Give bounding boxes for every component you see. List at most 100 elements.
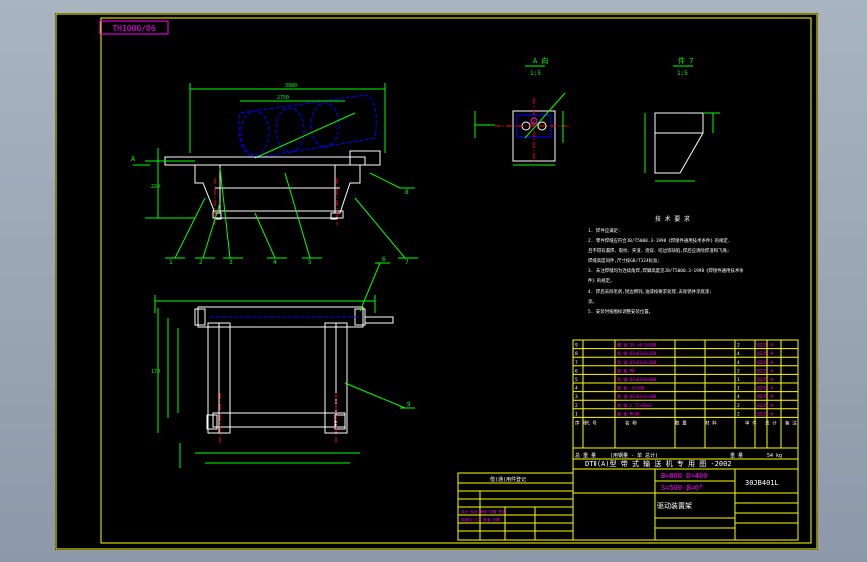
bom-cell: 2 bbox=[737, 411, 740, 417]
frame-end bbox=[194, 308, 206, 326]
bom-cell: 4 bbox=[737, 351, 740, 357]
inner-frame bbox=[100, 17, 812, 544]
callout-label: 2 bbox=[199, 259, 203, 266]
reg-row: 设计 校对 审核 日期 签名 bbox=[461, 509, 506, 514]
tb-series-title: DTⅡ(A)型 带 式 输 送 机 专 用 图 -2002 bbox=[585, 459, 732, 468]
title-block: 总 重 量 (用钢量 - 单 总计) 重 量 54 kg DTⅡ(A)型 带 式… bbox=[572, 447, 799, 541]
bom-cell: 1 bbox=[737, 386, 740, 392]
req-line: 件》的规定。 bbox=[588, 277, 614, 284]
reg-row: 标准化 工艺 批准 日期 bbox=[461, 517, 500, 522]
leader-8 bbox=[369, 172, 401, 189]
leader-1 bbox=[174, 197, 206, 259]
angle-leader bbox=[524, 92, 566, 139]
req-line: 3. 未注焊缝均为连续角焊,焊脚高度见JB/T5000.3-1998《焊接件通用… bbox=[588, 267, 744, 274]
req-line: 且不得有漏焊、裂纹、夹渣、烧穿、咬边等缺陷,焊后应清除焊渣和飞溅; bbox=[588, 247, 729, 254]
bom-header-cell: 序 号 bbox=[575, 419, 587, 426]
shaft-stub bbox=[364, 316, 394, 324]
req-line: 涂。 bbox=[588, 298, 597, 305]
bom-header-cell: 总 计 bbox=[765, 419, 777, 426]
view-7-title: 件 7 bbox=[678, 56, 693, 65]
callout-label: 1 bbox=[169, 259, 173, 266]
bom-cell: 角 钢 63×63×6×800 bbox=[617, 376, 657, 382]
bom-cell: Q235-A bbox=[757, 351, 774, 357]
bom-cell: 角 钢 63×63×6×360 bbox=[617, 359, 657, 365]
dim-top-text: 3980 bbox=[285, 83, 297, 89]
right-leg bbox=[334, 164, 361, 214]
bom-cell: 4 bbox=[737, 360, 740, 366]
dim-left-text: 220 bbox=[151, 184, 160, 190]
bom-cell: Q235-A bbox=[757, 343, 774, 349]
base-beam bbox=[212, 210, 344, 219]
callout-label: 9 bbox=[407, 401, 411, 408]
bom-cell: 2 bbox=[737, 368, 740, 374]
technical-requirements: 技 术 要 求 1. 焊件应满足: 2. 零件焊缝应符合JB/T5000.3-1… bbox=[588, 215, 744, 315]
bom-cell: 4 bbox=[737, 394, 740, 400]
bom-cell: 槽 钢 10 ×8.3×800 bbox=[617, 342, 657, 348]
bom-cell: Q235-A bbox=[757, 360, 774, 366]
leader-3 bbox=[219, 167, 231, 259]
reg-title: 借(通)用件登记 bbox=[490, 476, 526, 483]
bom-cell: 8 bbox=[575, 351, 578, 357]
leader-6 bbox=[359, 262, 381, 312]
tb-weight-value: 54 kg bbox=[767, 453, 782, 459]
leader-4 bbox=[254, 212, 276, 259]
callout-label: 5 bbox=[308, 259, 312, 266]
leader-5 bbox=[284, 172, 311, 259]
bom-header-cell: 名 称 bbox=[625, 419, 637, 426]
leader-2 bbox=[202, 202, 221, 259]
callout-label: 4 bbox=[273, 259, 277, 266]
bom-cell: 4 bbox=[575, 386, 578, 392]
tb-weight-note: (用钢量 - 单 总计) bbox=[610, 452, 658, 459]
view-label-a: A bbox=[131, 155, 136, 163]
leader-7 bbox=[354, 197, 406, 259]
left-leg bbox=[194, 164, 221, 214]
outer-frame bbox=[55, 13, 818, 550]
view-a: A 向 1:5 bbox=[474, 56, 570, 166]
top-frame bbox=[197, 306, 364, 328]
bom-cell: 2 bbox=[575, 403, 578, 409]
hidden-drum-ring bbox=[275, 107, 305, 153]
req-line: 焊缝高度同件,尺寸按GB/T324标准; bbox=[588, 257, 660, 264]
drawing-sheet[interactable]: TH1000/06 3980 2750 bbox=[55, 13, 818, 550]
gusset-outline bbox=[654, 112, 704, 174]
bom-cell: 9 bbox=[575, 343, 578, 349]
front-view: 3980 2750 bbox=[131, 83, 418, 266]
leader-9 bbox=[344, 382, 406, 409]
view-7-scale: 1:5 bbox=[677, 70, 688, 77]
bom-cell: 6 bbox=[575, 368, 578, 374]
req-line: 1. 焊件应满足: bbox=[588, 227, 621, 234]
bom-cell: 角 钢 63×63×6×388 bbox=[617, 393, 657, 399]
bom-cell: 2 bbox=[737, 403, 740, 409]
bom-cell: Q235-A bbox=[757, 377, 774, 383]
bom-cell: 角 钢 L 75×50×6 bbox=[617, 402, 652, 408]
bom-cell: 1 bbox=[575, 411, 578, 417]
tb-part-name: 驱动装置架 bbox=[657, 501, 692, 510]
bom-cell: Q235-A bbox=[757, 386, 774, 392]
bolt-hole bbox=[537, 121, 547, 131]
code-box bbox=[99, 20, 169, 35]
req-line: 5. 安装时按图样调整安装位置。 bbox=[588, 308, 653, 315]
bom-header-cell: 材 料 bbox=[705, 419, 717, 426]
bom-cell: Q235-A bbox=[757, 394, 774, 400]
bom-cell: Q235-A bbox=[757, 411, 774, 417]
bom-cell: 1 bbox=[737, 377, 740, 383]
req-title: 技 术 要 求 bbox=[655, 215, 690, 223]
bom-cell: 3 bbox=[575, 394, 578, 400]
bom-cell: 角 钢 63×63×6×320 bbox=[617, 350, 657, 356]
bom-cell: 5 bbox=[575, 377, 578, 383]
view-7: 件 7 1:5 bbox=[644, 56, 720, 182]
hidden-drum-ring bbox=[310, 102, 340, 148]
bom-cell: 2 bbox=[737, 343, 740, 349]
bom-cell: 钢 板 -6×360 bbox=[617, 385, 645, 391]
bottom-plate bbox=[206, 414, 218, 430]
callout-label: 8 bbox=[405, 189, 409, 196]
code-box-text: TH1000/06 bbox=[112, 24, 156, 33]
bom-cell: 钢 板 M8 bbox=[617, 367, 635, 373]
req-line: 4. 焊后去除毛刺,锐边倒钝,油漆按要求处理,去除锈并涂底漆; bbox=[588, 288, 712, 295]
drawing-canvas: TH1000/06 3980 2750 bbox=[55, 13, 818, 550]
tb-total-weight: 总 重 量 bbox=[575, 452, 596, 459]
tb-drawing-no: 30JB401L bbox=[745, 479, 779, 487]
bom-header-cell: 单 件 bbox=[745, 419, 757, 426]
